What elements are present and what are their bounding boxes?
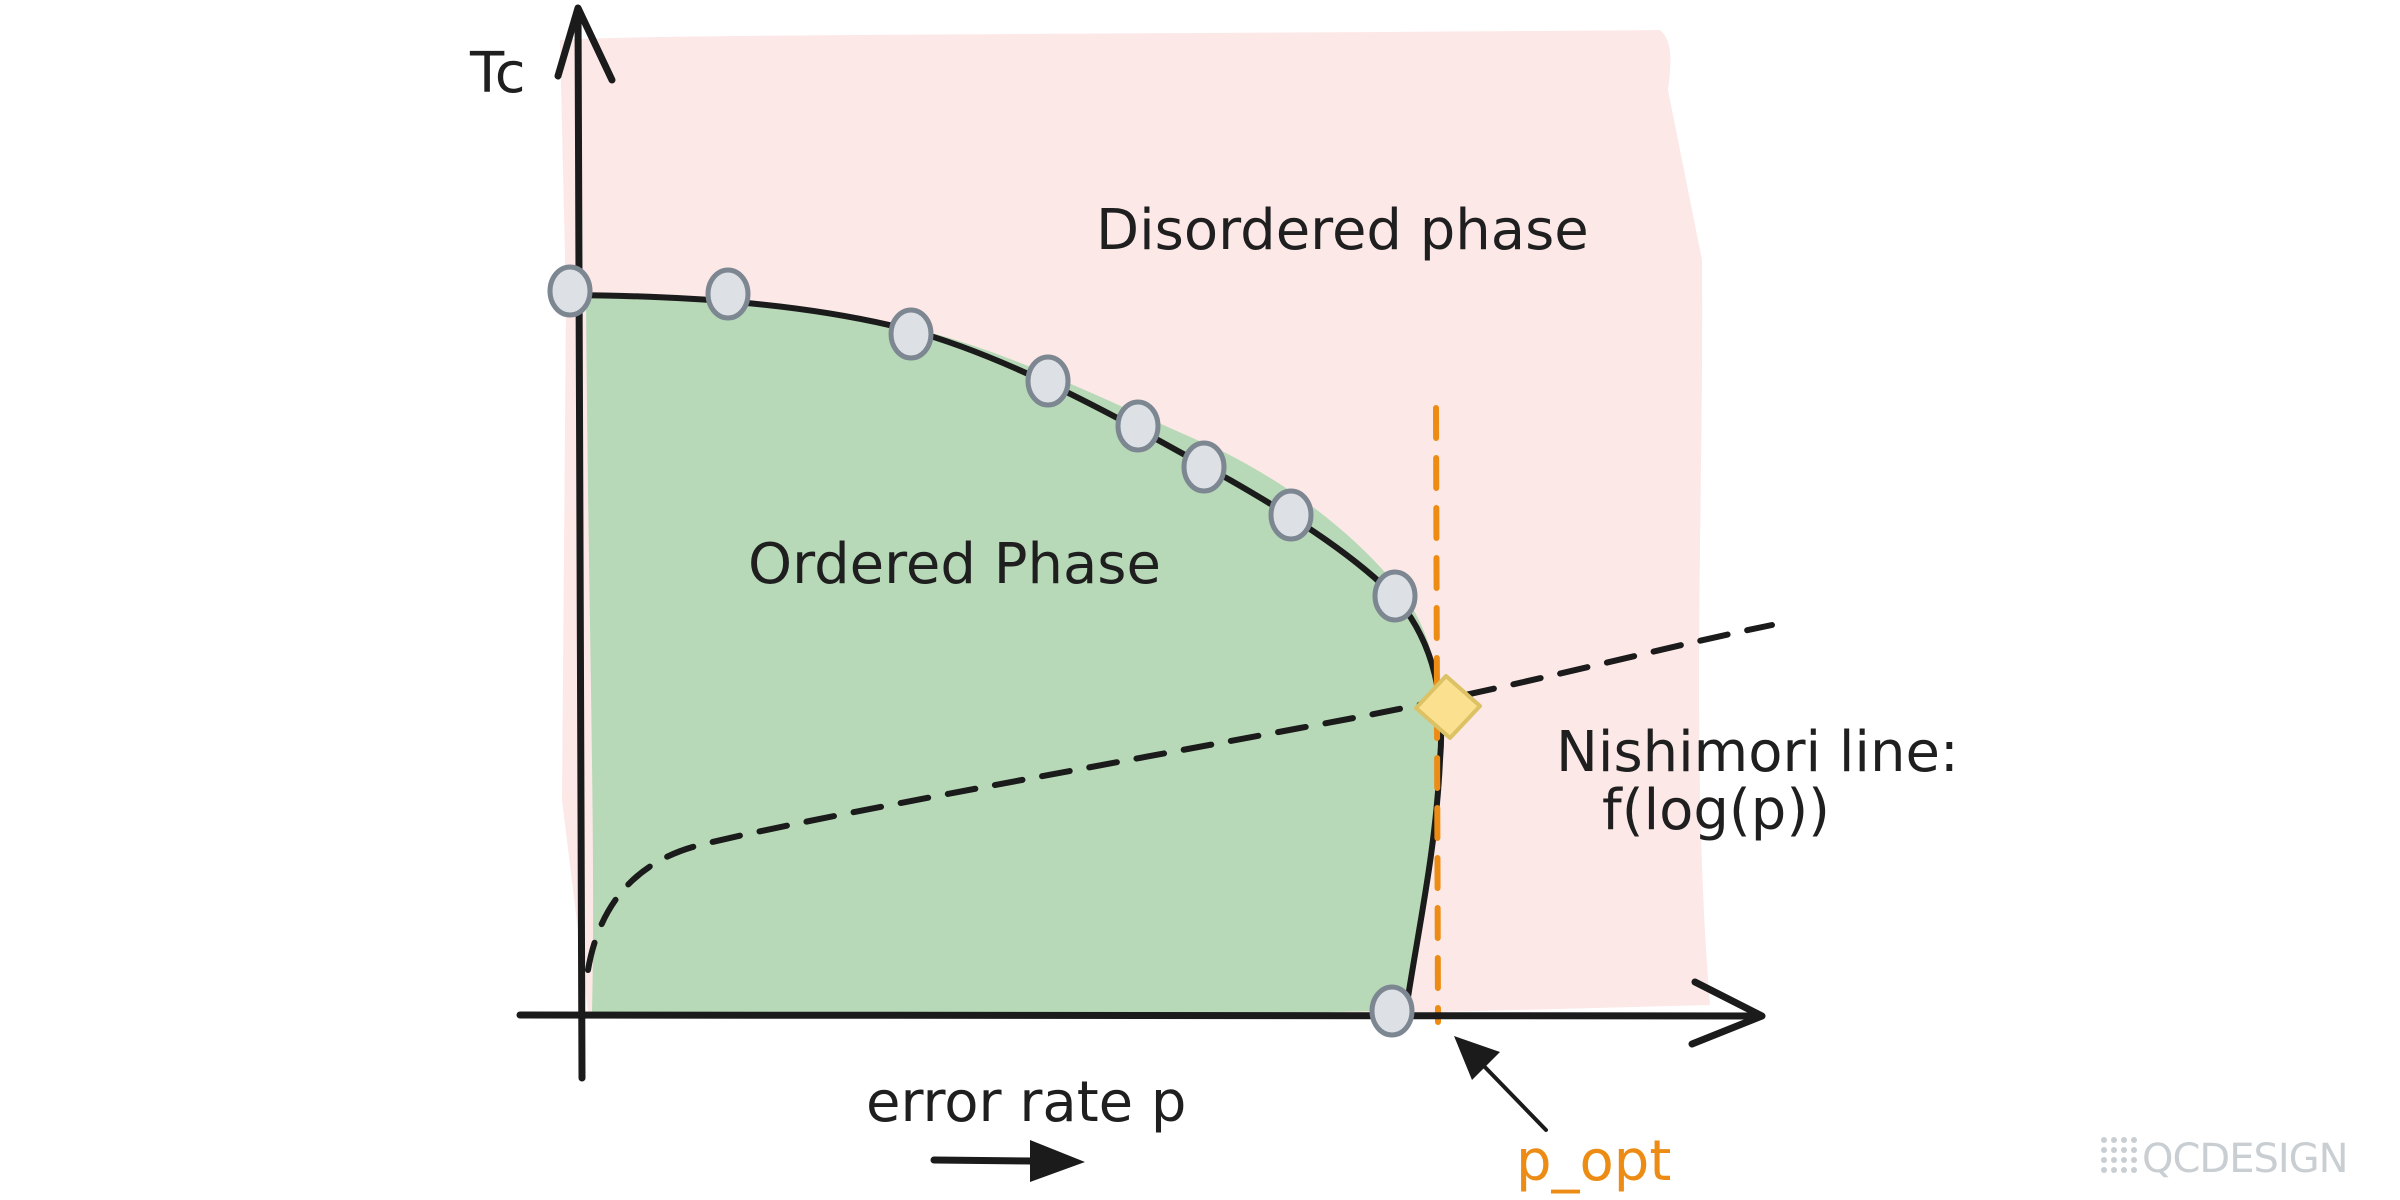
p-opt-pointer-icon: [1478, 1060, 1548, 1132]
disordered-phase-label: Disordered phase: [1096, 198, 1589, 263]
watermark-logo: QCDESIGN: [2101, 1136, 2349, 1182]
data-point: [1372, 569, 1418, 623]
data-point: [1268, 488, 1314, 542]
data-point: [1025, 354, 1071, 408]
ordered-region: [586, 294, 1442, 1015]
ordered-phase-label: Ordered Phase: [748, 532, 1161, 597]
y-axis: [574, 6, 586, 1082]
watermark-text: QCDESIGN: [2142, 1136, 2348, 1182]
intersection-diamond-icon: [1414, 674, 1482, 740]
data-point: [547, 264, 593, 318]
x-axis: [516, 1011, 1764, 1020]
nishimori-label-line2: f(log(p)): [1602, 778, 1830, 843]
data-points: [547, 264, 1418, 1038]
data-point: [1181, 440, 1227, 494]
watermark-dots-icon: [2101, 1137, 2137, 1173]
nishimori-line: [585, 622, 1775, 973]
y-axis-arrow-icon: [554, 4, 616, 84]
data-point: [1115, 399, 1161, 453]
p-direction-arrow-icon: [930, 1156, 1036, 1165]
y-axis-label: Tc: [469, 41, 525, 106]
p-direction-arrowhead: [1030, 1140, 1085, 1182]
nishimori-label-line1: Nishimori line:: [1556, 720, 1959, 785]
x-axis-arrow-icon: [1688, 978, 1766, 1048]
data-point: [888, 307, 934, 361]
data-point: [705, 267, 751, 321]
x-axis-label: error rate p: [866, 1070, 1186, 1135]
data-point: [1369, 984, 1415, 1038]
p-opt-label: p_opt: [1516, 1129, 1671, 1194]
p-opt-pointer-head: [1454, 1036, 1500, 1080]
